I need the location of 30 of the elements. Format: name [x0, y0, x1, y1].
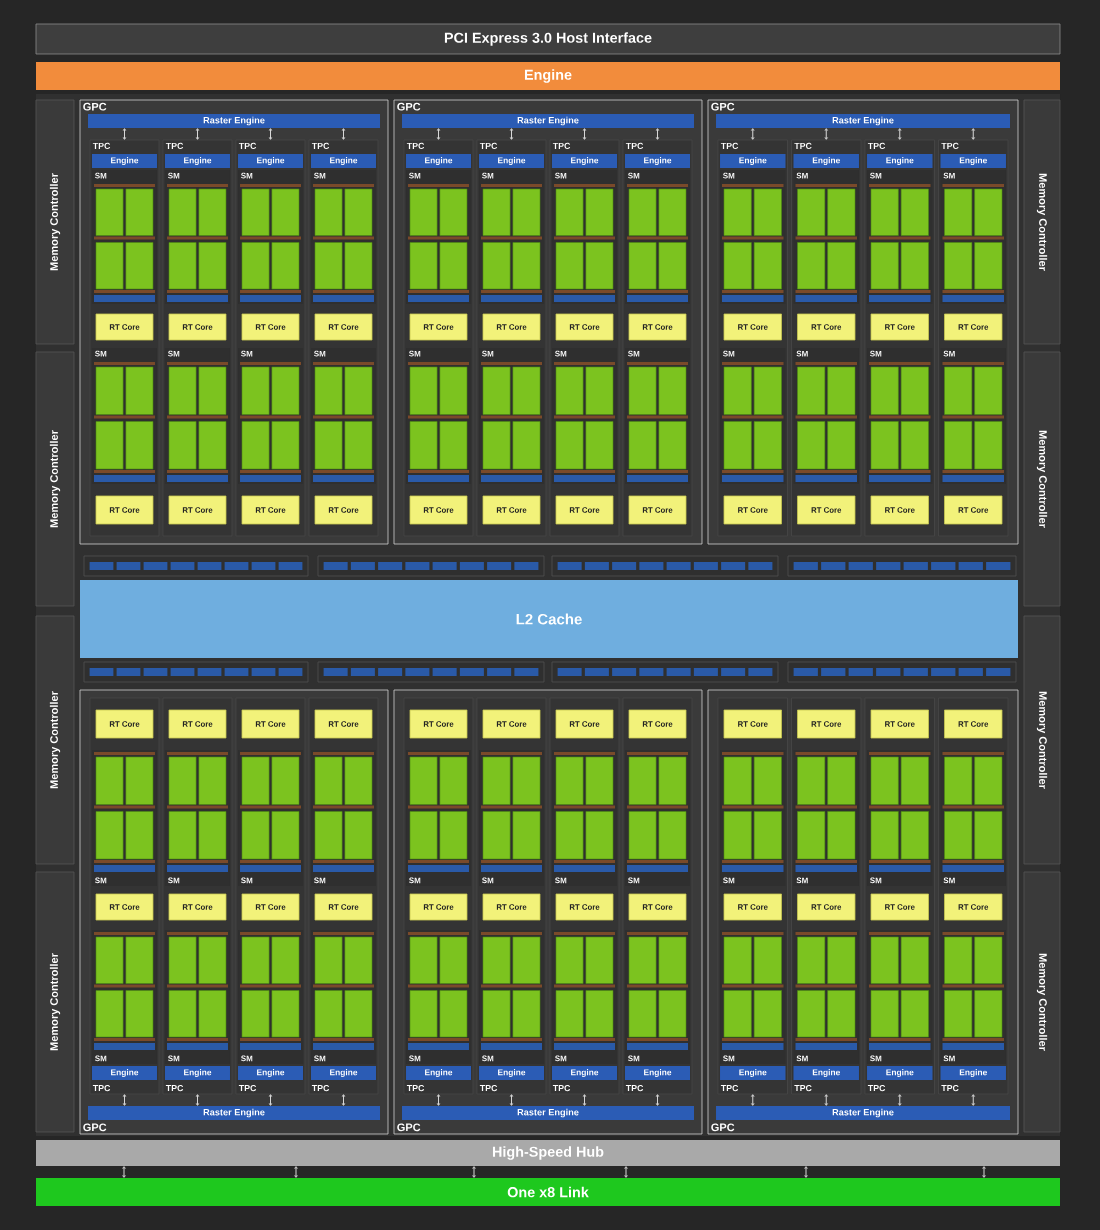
arrow — [122, 1166, 126, 1178]
arrow — [509, 1094, 514, 1106]
arrow — [582, 128, 587, 140]
arrow — [824, 128, 828, 140]
arrow — [751, 1094, 755, 1106]
arrow — [582, 1094, 587, 1106]
arrow — [195, 1094, 200, 1106]
arrow — [122, 1094, 127, 1106]
arrow — [122, 128, 127, 140]
arrow — [982, 1166, 986, 1178]
arrow — [341, 128, 346, 140]
arrow — [898, 1094, 902, 1106]
arrow — [341, 1094, 346, 1106]
arrow — [655, 128, 660, 140]
arrow — [509, 128, 514, 140]
arrow — [804, 1166, 808, 1178]
arrow — [268, 128, 273, 140]
arrow — [971, 1094, 975, 1106]
arrow — [195, 128, 200, 140]
arrow — [436, 128, 441, 140]
arrow — [624, 1166, 628, 1178]
arrow — [655, 1094, 660, 1106]
arrow — [472, 1166, 476, 1178]
arrow — [898, 128, 902, 140]
arrow — [971, 128, 975, 140]
arrow — [751, 128, 755, 140]
arrow — [268, 1094, 273, 1106]
arrow — [436, 1094, 441, 1106]
arrow — [294, 1166, 298, 1178]
arrow — [824, 1094, 828, 1106]
